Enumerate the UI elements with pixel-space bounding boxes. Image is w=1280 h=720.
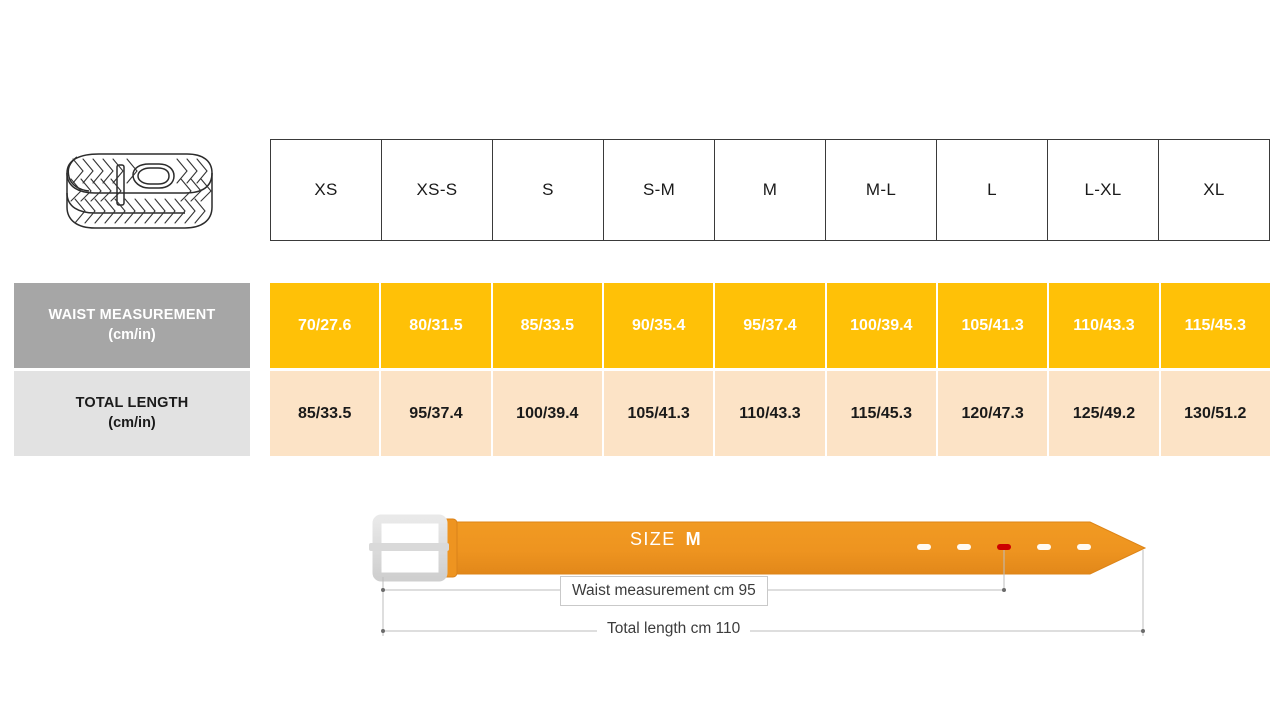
belt-size-text: SIZE M	[630, 529, 701, 550]
size-header-cell: S	[493, 140, 604, 240]
table-row-total-length: 85/33.5 95/37.4 100/39.4 105/41.3 110/43…	[270, 371, 1270, 456]
table-cell: 95/37.4	[381, 371, 493, 456]
total-length-caption: Total length cm 110	[597, 618, 751, 640]
size-header-cell: L	[937, 140, 1048, 240]
row-label-line1: TOTAL LENGTH	[75, 394, 189, 411]
belt-buckle	[369, 514, 449, 582]
table-cell: 85/33.5	[492, 283, 604, 368]
table-cell: 105/41.3	[937, 283, 1050, 368]
belt-measurement-diagram	[355, 498, 1155, 648]
size-header-cell: XS-S	[382, 140, 493, 240]
table-row-waist-measurement: 70/27.6 80/31.5 85/33.5 90/35.4 95/37.4 …	[270, 283, 1270, 368]
dimension-leader-lines	[382, 550, 1144, 636]
size-header-cell: M	[715, 140, 826, 240]
table-cell: 90/35.4	[603, 283, 716, 368]
table-cell: 125/49.2	[1049, 371, 1161, 456]
braided-belt-icon	[55, 143, 220, 238]
row-label-total-length: TOTAL LENGTH (cm/in)	[14, 371, 250, 456]
belt-holes	[917, 544, 1091, 550]
size-header-cell: XS	[271, 140, 382, 240]
row-label-waist-measurement: WAIST MEASUREMENT (cm/in)	[14, 283, 250, 368]
size-header-cell: XL	[1203, 180, 1225, 199]
size-value-label: M	[685, 529, 702, 549]
table-cell: 110/43.3	[1049, 283, 1161, 368]
waist-measurement-caption: Waist measurement cm 95	[560, 576, 768, 606]
row-label-line1: WAIST MEASUREMENT	[48, 306, 216, 323]
table-cell: 105/41.3	[603, 371, 716, 456]
total-length-dimension-line	[381, 629, 1145, 633]
row-label-line2: (cm/in)	[108, 414, 156, 431]
table-cell: 100/39.4	[492, 371, 604, 456]
row-label-line2: (cm/in)	[108, 326, 156, 343]
table-cell: 100/39.4	[826, 283, 938, 368]
table-cell: 110/43.3	[715, 371, 827, 456]
table-cell: 115/45.3	[1160, 283, 1270, 368]
table-cell: 130/51.2	[1160, 371, 1270, 456]
table-cell: 95/37.4	[715, 283, 827, 368]
table-cell: 85/33.5	[270, 371, 382, 456]
size-header-cell: S-M	[604, 140, 715, 240]
table-cell: 80/31.5	[381, 283, 493, 368]
size-prefix-label: SIZE	[630, 529, 676, 549]
table-cell: 115/45.3	[826, 371, 938, 456]
size-header-cell: M-L	[826, 140, 937, 240]
size-header-cell: L-XL	[1048, 140, 1159, 240]
belt-hole-highlighted	[997, 544, 1011, 550]
size-header-table: XS XS-S S S-M M M-L L L-XL XL	[270, 139, 1270, 241]
table-cell: 120/47.3	[937, 371, 1050, 456]
table-cell: 70/27.6	[270, 283, 382, 368]
